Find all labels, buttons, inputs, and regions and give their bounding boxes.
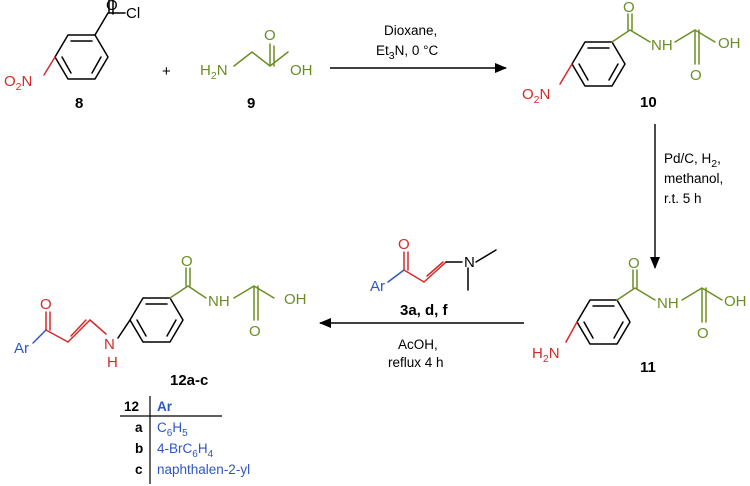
- compound-12-n: N: [104, 336, 115, 353]
- compound-10-o-amide: O: [623, 0, 635, 16]
- compound-8-nitro: O2N: [4, 73, 32, 93]
- step1-solvent: Dioxane,: [384, 23, 437, 38]
- compound-11-o-acid: O: [697, 325, 709, 342]
- compound-12-oh: OH: [284, 291, 307, 308]
- compound-9-o: O: [264, 27, 276, 44]
- compound-9: H2N OH O 9: [200, 27, 313, 112]
- step1-base-temp: Et3N, 0 °C: [376, 43, 439, 62]
- step2-time: r.t. 5 h: [664, 191, 702, 206]
- compound-12-h: H: [107, 354, 118, 371]
- compound-3-n: N: [464, 254, 475, 271]
- compound-9-number: 9: [247, 95, 255, 112]
- compound-3-ar: Ar: [370, 278, 385, 295]
- table-row-key: a: [135, 420, 143, 435]
- compound-10: O NH O OH O2N 10: [522, 0, 741, 111]
- compound-3-label: 3a, d, f: [400, 302, 449, 319]
- step2: Pd/C, H2, methanol, r.t. 5 h: [650, 124, 723, 269]
- compound-9-nh2: H2N: [200, 62, 228, 82]
- compound-3: Ar O N 3a, d, f: [370, 236, 497, 319]
- compound-11: O NH O OH H2N 11: [532, 255, 747, 376]
- step2-solvent: methanol,: [664, 171, 723, 186]
- table-header-ar: Ar: [157, 399, 173, 414]
- substituent-table: 12 Ar a C6H5 b 4-BrC6H4 c naphthalen-2-y…: [120, 396, 250, 484]
- compound-8-cl: Cl: [126, 5, 140, 22]
- compound-11-o-amide: O: [628, 255, 640, 272]
- compound-3-o: O: [398, 236, 410, 253]
- compound-8: O Cl O2N 8: [4, 0, 140, 112]
- compound-12-number: 12a-c: [170, 372, 208, 389]
- step3-solvent: AcOH,: [398, 337, 438, 352]
- compound-10-o-acid: O: [690, 67, 702, 84]
- step2-catalyst: Pd/C, H2,: [664, 151, 721, 170]
- compound-8-number: 8: [75, 95, 83, 112]
- compound-8-acyl-o: O: [106, 0, 118, 14]
- compound-10-number: 10: [640, 94, 657, 111]
- table-row-ar: 4-BrC6H4: [157, 441, 214, 460]
- compound-12-o-acid: O: [249, 323, 261, 340]
- table-row-key: b: [135, 441, 143, 456]
- compound-10-nitro: O2N: [522, 86, 550, 106]
- compound-10-oh: OH: [718, 35, 741, 52]
- compound-11-number: 11: [640, 359, 656, 376]
- plus-sign: +: [162, 63, 171, 80]
- table-header-number: 12: [124, 399, 139, 414]
- compound-12: Ar O N H O NH O OH 12a-c: [14, 253, 307, 389]
- step1: Dioxane, Et3N, 0 °C: [330, 23, 507, 73]
- compound-12-nh: NH: [208, 293, 230, 310]
- table-row-ar: C6H5: [157, 420, 188, 439]
- step3-time: reflux 4 h: [388, 355, 444, 370]
- compound-12-o-amide: O: [181, 253, 193, 270]
- table-row-key: c: [135, 462, 143, 477]
- step3: AcOH, reflux 4 h: [319, 318, 524, 370]
- table-row-ar: naphthalen-2-yl: [157, 462, 250, 477]
- compound-11-oh: OH: [724, 293, 747, 310]
- compound-12-o: O: [40, 296, 52, 313]
- compound-10-nh: NH: [651, 37, 673, 54]
- compound-11-nh: NH: [657, 295, 679, 312]
- compound-11-amine: H2N: [532, 345, 560, 365]
- compound-9-oh: OH: [290, 62, 313, 79]
- compound-12-ar: Ar: [14, 340, 29, 357]
